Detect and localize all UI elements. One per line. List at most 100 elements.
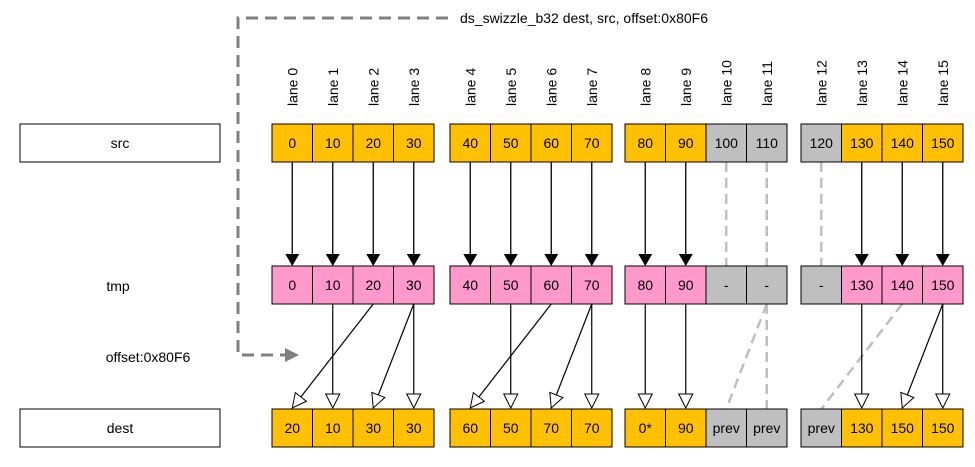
src-cell-14 <box>881 123 923 163</box>
src-value-1: 10 <box>325 135 341 151</box>
lane-header-3: lane 3 <box>406 68 422 106</box>
tmp-value-7: 70 <box>584 277 600 293</box>
tmp-value-2: 20 <box>365 277 381 293</box>
src-value-14: 140 <box>891 135 915 151</box>
tmp-label: tmp <box>106 278 130 294</box>
tmp-cell-3 <box>393 265 435 305</box>
src-label-box <box>19 123 221 163</box>
dest-value-15: 150 <box>931 420 955 436</box>
tmp-value-8: 80 <box>637 277 653 293</box>
tmp-cell-7 <box>571 265 613 305</box>
dest-cell-8 <box>624 408 666 448</box>
dest-cell-1 <box>312 408 354 448</box>
dest-value-11: prev <box>753 420 780 436</box>
tmp-cell-2 <box>352 265 394 305</box>
src-value-2: 20 <box>365 135 381 151</box>
dest-value-0: 20 <box>284 420 300 436</box>
tmp-cell-12 <box>800 265 842 305</box>
src-cell-13 <box>841 123 883 163</box>
src-value-0: 0 <box>288 135 296 151</box>
lane-header-0: lane 0 <box>284 68 300 106</box>
lane-header-9: lane 9 <box>678 68 694 106</box>
tmp-value-12: - <box>819 277 824 293</box>
src-label: src <box>111 135 130 151</box>
lane-header-15: lane 15 <box>935 60 951 106</box>
lane-header-4: lane 4 <box>462 68 478 106</box>
tmp-value-4: 40 <box>462 277 478 293</box>
src-value-10: 100 <box>715 135 739 151</box>
lane-header-11: lane 11 <box>759 61 775 106</box>
src-cell-10 <box>705 123 747 163</box>
src-cell-7 <box>571 123 613 163</box>
src-cell-2 <box>352 123 394 163</box>
dest-cell-13 <box>841 408 883 448</box>
dest-label-box <box>19 408 221 448</box>
src-cell-8 <box>624 123 666 163</box>
instruction-text: ds_swizzle_b32 dest, src, offset:0x80F6 <box>460 10 708 26</box>
dest-value-12: prev <box>808 420 835 436</box>
lane-header-13: lane 13 <box>854 60 870 106</box>
src-cell-0 <box>271 123 313 163</box>
src-value-15: 150 <box>931 135 955 151</box>
src-cell-11 <box>746 123 788 163</box>
lane-header-7: lane 7 <box>584 68 600 106</box>
tmp-to-dest-arrow-14 <box>902 303 944 408</box>
lane-header-2: lane 2 <box>365 68 381 106</box>
src-value-9: 90 <box>678 135 694 151</box>
src-value-3: 30 <box>406 135 422 151</box>
dest-cell-3 <box>393 408 435 448</box>
tmp-to-dest-arrow-6 <box>551 303 593 408</box>
lane-header-10: lane 10 <box>718 60 734 106</box>
dest-cell-9 <box>665 408 707 448</box>
src-cell-12 <box>800 123 842 163</box>
src-cell-15 <box>922 123 964 163</box>
src-value-11: 110 <box>756 135 779 151</box>
dest-cell-14 <box>881 408 923 448</box>
src-value-12: 120 <box>810 135 834 151</box>
tmp-cell-4 <box>449 265 491 305</box>
dest-value-9: 90 <box>678 420 694 436</box>
tmp-cell-9 <box>665 265 707 305</box>
dest-value-4: 60 <box>462 420 478 436</box>
tmp-cell-14 <box>881 265 923 305</box>
tmp-to-dest-arrow-2 <box>373 303 415 408</box>
src-cell-4 <box>449 123 491 163</box>
lane-header-14: lane 14 <box>894 60 910 106</box>
src-value-13: 130 <box>850 135 874 151</box>
tmp-cell-6 <box>530 265 572 305</box>
dest-value-2: 30 <box>365 420 381 436</box>
tmp-value-11: - <box>764 277 769 293</box>
dest-value-5: 50 <box>503 420 519 436</box>
src-cell-3 <box>393 123 435 163</box>
dest-cell-0 <box>271 408 313 448</box>
dest-value-10: prev <box>713 420 740 436</box>
dest-value-6: 70 <box>543 420 559 436</box>
dest-cell-12 <box>800 408 842 448</box>
tmp-value-13: 130 <box>850 277 874 293</box>
dest-cell-2 <box>352 408 394 448</box>
tmp-cell-8 <box>624 265 666 305</box>
lane-header-8: lane 8 <box>637 68 653 106</box>
tmp-value-1: 10 <box>325 277 341 293</box>
dest-value-1: 10 <box>325 420 341 436</box>
offset-label: offset:0x80F6 <box>106 349 191 365</box>
tmp-cell-15 <box>922 265 964 305</box>
dest-cell-7 <box>571 408 613 448</box>
src-value-6: 60 <box>543 135 559 151</box>
lane-header-1: lane 1 <box>325 68 341 106</box>
tmp-value-6: 60 <box>543 277 559 293</box>
tmp-value-3: 30 <box>406 277 422 293</box>
tmp-value-9: 90 <box>678 277 694 293</box>
dest-value-7: 70 <box>584 420 600 436</box>
dest-cell-11 <box>746 408 788 448</box>
tmp-cell-11 <box>746 265 788 305</box>
tmp-value-10: - <box>724 277 729 293</box>
src-value-4: 40 <box>462 135 478 151</box>
lane-header-12: lane 12 <box>813 60 829 106</box>
dest-label: dest <box>107 420 134 436</box>
dest-value-3: 30 <box>406 420 422 436</box>
lane-header-5: lane 5 <box>503 68 519 106</box>
tmp-cell-1 <box>312 265 354 305</box>
dest-cell-15 <box>922 408 964 448</box>
